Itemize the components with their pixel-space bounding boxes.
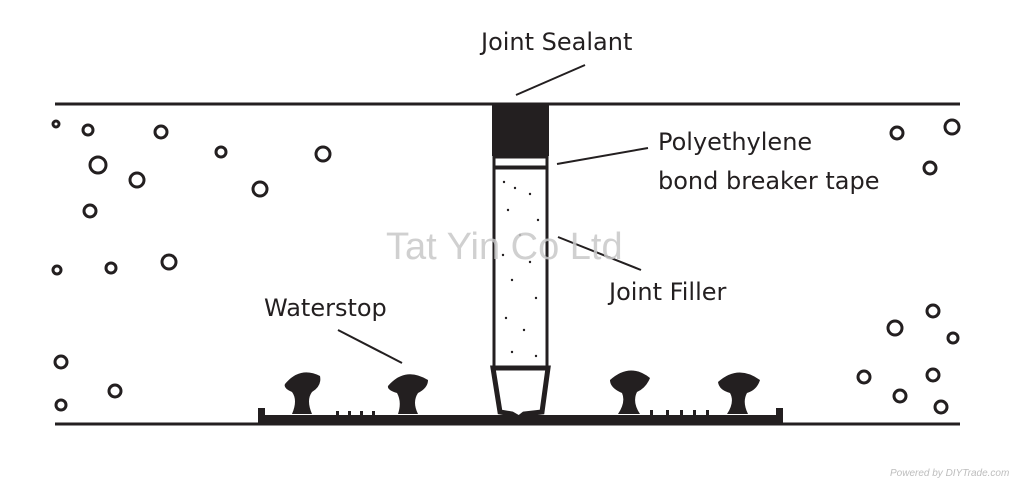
label-joint-sealant: Joint Sealant: [481, 28, 633, 56]
powered-by-credit: Powered by DIYTrade.com: [890, 468, 1010, 479]
filler-speckles: [501, 180, 540, 358]
label-waterstop: Waterstop: [264, 294, 387, 322]
waterstop-center-bulb: [490, 365, 551, 422]
leader-joint-filler: [557, 236, 642, 271]
watermark: Tat Yin Co Ltd: [386, 226, 623, 268]
joint-filler: [492, 166, 549, 370]
leader-bond-breaker: [556, 147, 649, 165]
label-bond-breaker-line2: bond breaker tape: [658, 167, 880, 195]
aggregate-circles: [51, 118, 961, 415]
label-joint-filler: Joint Filler: [609, 278, 727, 306]
leader-waterstop: [337, 329, 403, 364]
bond-breaker-tape: [492, 155, 549, 169]
label-bond-breaker-line1: Polyethylene: [658, 128, 813, 156]
joint-sealant: [492, 104, 549, 156]
waterstop: [258, 370, 783, 424]
leader-joint-sealant: [515, 64, 586, 96]
